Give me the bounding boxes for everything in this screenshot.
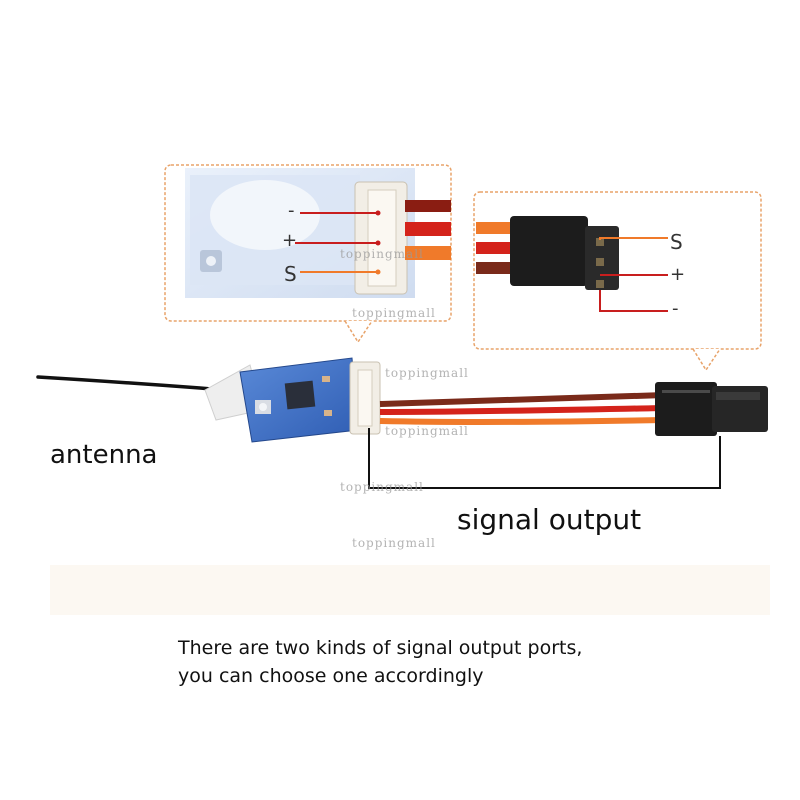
- caption: There are two kinds of signal output por…: [178, 634, 582, 690]
- watermark: toppingmall: [385, 366, 469, 380]
- receiver-chip: [284, 380, 316, 410]
- zoom-servo-connector: [510, 216, 588, 286]
- floor-shadow: [50, 565, 770, 615]
- watermark: toppingmall: [340, 247, 424, 261]
- caption-line-2: you can choose one accordingly: [178, 665, 484, 687]
- right-pin-signal-label: S: [670, 230, 683, 254]
- signal-output-bracket: [368, 428, 721, 489]
- wire-orange: [379, 417, 666, 426]
- wire-brown: [379, 392, 666, 407]
- watermark: toppingmall: [340, 480, 424, 494]
- antenna-label: antenna: [50, 440, 158, 470]
- left-zoom-callout: [164, 164, 452, 344]
- wire-red: [379, 405, 666, 415]
- right-pin-minus-label: -: [672, 298, 679, 319]
- servo-plug: [655, 382, 768, 436]
- antenna-wire: [36, 375, 227, 394]
- left-pin-plus-label: +: [282, 230, 298, 251]
- watermark: toppingmall: [352, 306, 436, 320]
- watermark: toppingmall: [385, 424, 469, 438]
- left-pin-signal-label: S: [284, 262, 297, 286]
- signal-output-label: signal output: [457, 503, 642, 536]
- right-zoom-callout: [473, 191, 762, 372]
- right-pin-plus-label: +: [670, 264, 686, 285]
- caption-line-1: There are two kinds of signal output por…: [178, 637, 583, 659]
- left-pin-minus-label: -: [288, 200, 295, 221]
- watermark: toppingmall: [352, 536, 436, 550]
